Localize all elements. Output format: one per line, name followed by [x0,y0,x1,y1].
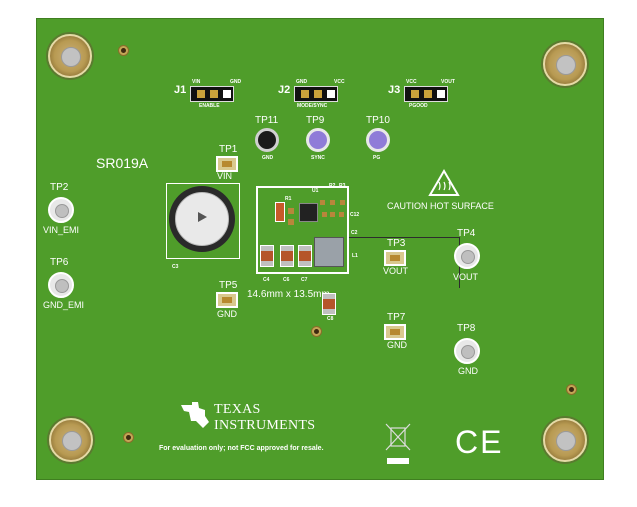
jumper-j3-pin-right: VOUT [441,79,455,85]
r2-ref: R2 [329,183,336,189]
jumper-j1-header[interactable] [190,86,234,102]
smd-component [322,212,327,217]
fcc-disclaimer: For evaluation only; not FCC approved fo… [159,445,324,452]
smd-component [340,200,345,205]
tp7-ref: TP7 [387,312,406,323]
smd-component [330,200,335,205]
tp7-pad[interactable] [384,324,406,340]
tp4-test-point[interactable] [454,243,480,269]
tp8-net: GND [458,366,478,376]
tp6-test-point[interactable] [48,272,74,298]
hot-surface-warning-icon [428,169,460,196]
tp8-ref: TP8 [457,323,476,334]
via [566,384,577,395]
r1-resistor[interactable] [275,202,285,222]
u1-ic[interactable] [299,203,318,222]
tp2-test-point[interactable] [48,197,74,223]
smd-component [330,212,335,217]
mounting-hole-top-right [543,42,587,86]
weee-recycle-icon [385,423,411,464]
jumper-j1-pin-right: GND [230,79,242,85]
tp4-ref: TP4 [457,228,476,239]
tp5-ref: TP5 [219,280,238,291]
board-size-label: 14.6mm x 13.5mm [247,289,330,300]
tp11-net: GND [262,155,274,161]
jumper-j2-header[interactable] [294,86,338,102]
tp1-pad[interactable] [216,156,238,172]
c12-ref: C12 [350,212,360,218]
r1-ref: R1 [285,196,292,202]
tp2-net: VIN_EMI [43,225,80,235]
jumper-j2-pin-right: VCC [334,79,345,85]
tp5-net: GND [217,309,237,319]
ti-logo-icon [181,402,209,428]
mounting-hole-top-left [48,34,92,78]
c7-ref: C7 [301,277,308,283]
jumper-j3-ref: J3 [388,84,401,96]
tp1-ref: TP1 [219,144,238,155]
c7-capacitor[interactable] [298,245,312,267]
c4-ref: C4 [263,277,270,283]
tp3-ref: TP3 [387,238,406,249]
tp6-ref: TP6 [50,257,69,268]
c6-capacitor[interactable] [280,245,294,267]
smd-component [288,219,294,225]
smd-component [288,208,294,214]
u1-ref: U1 [312,188,319,194]
ce-mark: CE [455,424,504,460]
jumper-j3-function: PGOOD [409,103,428,109]
jumper-j2-ref: J2 [278,84,291,96]
jumper-j1-pin-left: VIN [192,79,201,85]
tp2-ref: TP2 [50,182,69,193]
smd-component [339,212,344,217]
c3-ref: C3 [172,264,179,270]
tp9-net: SYNC [311,155,325,161]
mounting-hole-bottom-left [49,418,93,462]
tp9-probe-point[interactable] [306,128,330,152]
via [311,326,322,337]
tp11-ref: TP11 [255,115,279,126]
jumper-j2-pin-left: GND [296,79,308,85]
tp6-net: GND_EMI [43,300,85,310]
jumper-j3-pin-left: VCC [406,79,417,85]
jumper-j3-header[interactable] [404,86,448,102]
c8-ref: C8 [327,316,334,322]
l1-inductor[interactable] [314,237,344,267]
c2-ref: C2 [351,230,358,236]
tp3-net: VOUT [383,266,409,276]
jumper-j1-function: ENABLE [199,103,220,109]
via [123,432,134,443]
converter-area-outline [256,186,349,274]
mounting-hole-bottom-right [543,418,587,462]
brand-line-1: Texas [214,402,261,417]
c4-capacitor[interactable] [260,245,274,267]
tp5-pad[interactable] [216,292,238,308]
tp1-net: VIN [217,171,233,181]
tp4-net: VOUT [453,272,479,282]
l1-ref: L1 [352,253,358,259]
jumper-j2-function: MODE/SYNC [297,103,328,109]
r3-ref: R3 [339,183,346,189]
tp3-pad[interactable] [384,250,406,266]
tp10-net: PG [373,155,381,161]
c3-polarity-icon [198,212,207,222]
via [118,45,129,56]
c6-ref: C6 [283,277,290,283]
jumper-j1-ref: J1 [174,84,187,96]
tp10-probe-point[interactable] [366,128,390,152]
c8-capacitor[interactable] [322,293,336,315]
tp10-ref: TP10 [366,115,390,126]
smd-component [320,200,325,205]
tp11-probe-point[interactable] [255,128,279,152]
caution-text: CAUTION HOT SURFACE [387,201,494,211]
brand-line-2: Instruments [214,418,316,433]
board-name: SR019A [96,155,149,171]
c3-outline [166,183,240,259]
tp7-net: GND [387,340,407,350]
tp9-ref: TP9 [306,115,325,126]
tp8-test-point[interactable] [454,338,480,364]
